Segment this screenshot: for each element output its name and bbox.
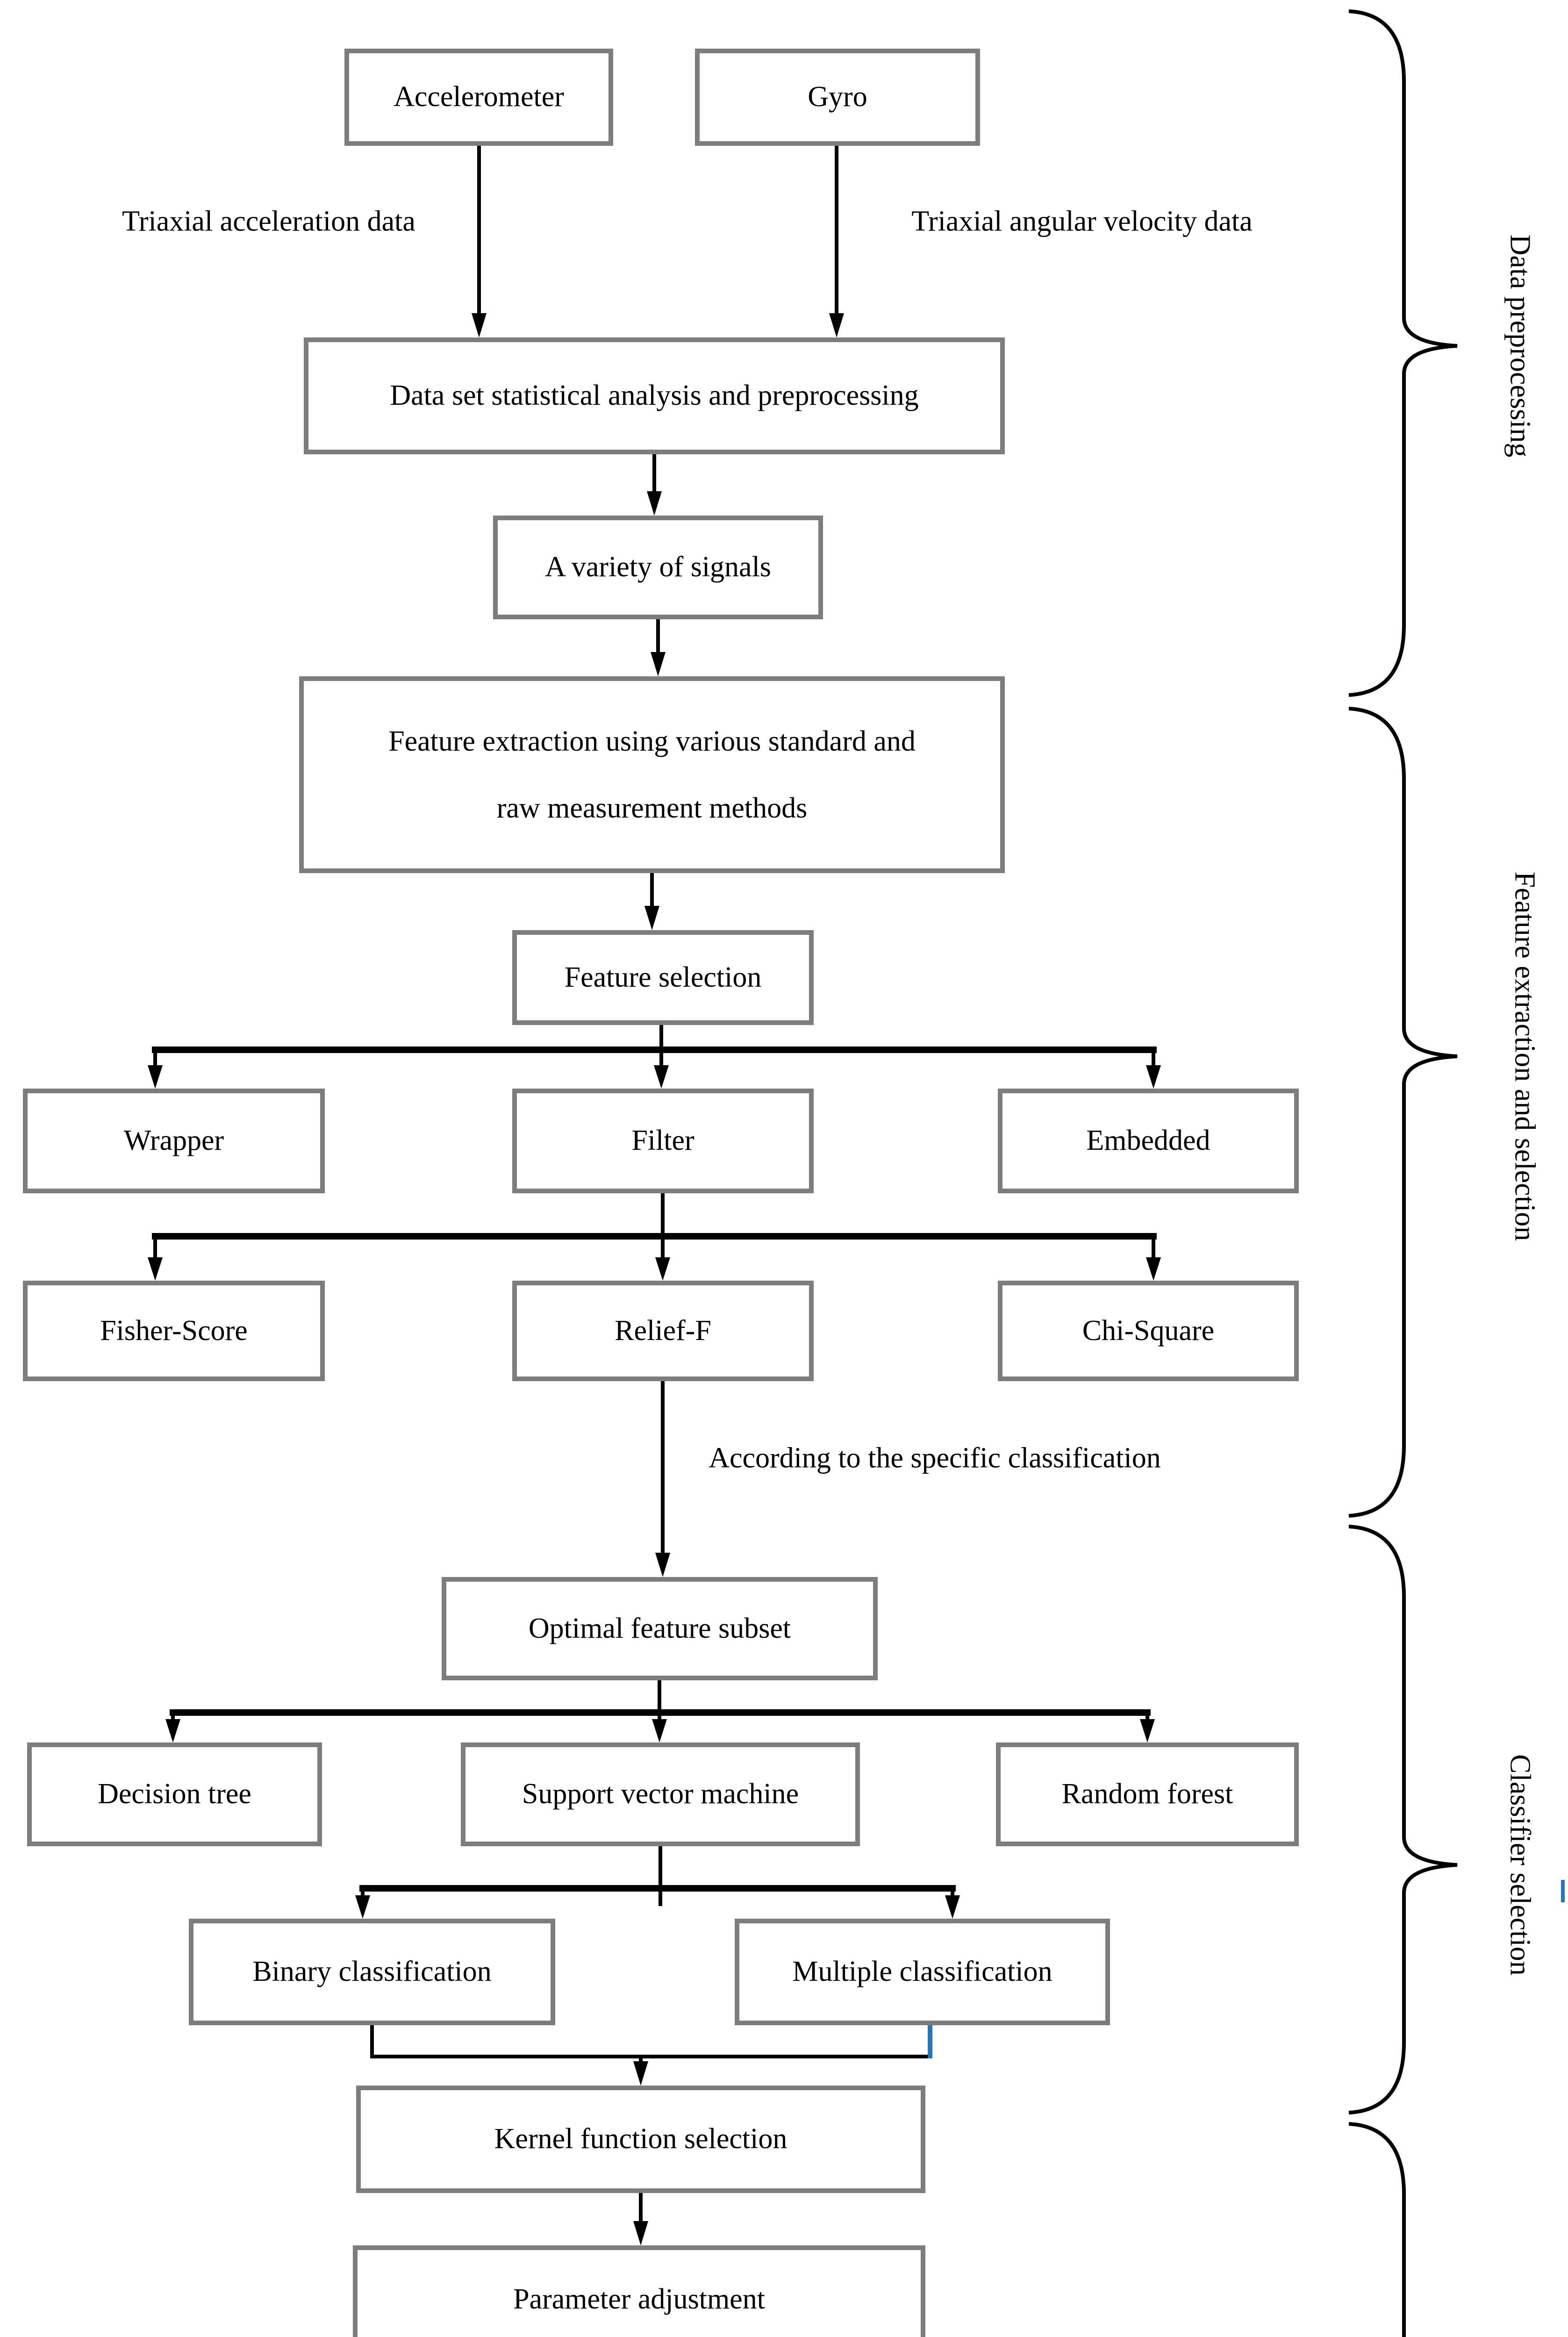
brace-data-preprocessing (1348, 9, 1458, 697)
node-wrapper: Wrapper (23, 1089, 325, 1193)
node-binary-classification: Binary classification (189, 1919, 555, 2025)
merge-to-kernel-selection (370, 2025, 932, 2086)
node-preprocess: Data set statistical analysis and prepro… (304, 337, 1005, 454)
node-gyro: Gyro (695, 49, 980, 146)
arrow-feature-extraction-to-selection (644, 873, 659, 930)
node-optimal-subset: Optimal feature subset (442, 1577, 878, 1680)
node-parameter-adjustment: Parameter adjustment (353, 2245, 925, 2337)
branch-svm-to-classification-modes (355, 1846, 960, 1919)
node-relief-f: Relief-F (512, 1281, 814, 1381)
node-multiple-classification: Multiple classification (735, 1919, 1110, 2025)
section-label-classifier-selection: Classifier selection (1504, 1754, 1536, 1976)
label-according-classification: According to the specific classification (709, 1442, 1161, 1474)
label-triaxial-acceleration: Triaxial acceleration data (122, 205, 415, 237)
node-feature-selection: Feature selection (512, 930, 814, 1025)
brace-classifier-selection (1348, 1525, 1458, 2115)
node-kernel-selection: Kernel function selection (356, 2086, 925, 2193)
node-feature-extraction: Feature extraction using various standar… (299, 676, 1005, 873)
branch-filter-criteria (148, 1193, 1161, 1281)
brace-feature-extraction (1348, 707, 1458, 1518)
node-signals: A variety of signals (493, 516, 823, 619)
branch-feature-selection-methods (148, 1025, 1161, 1089)
node-chi-square: Chi-Square (998, 1281, 1299, 1381)
arrow-relieff-to-optimal-subset (655, 1381, 670, 1577)
arrow-accelerometer-to-preprocess (472, 146, 487, 337)
node-embedded: Embedded (998, 1089, 1299, 1193)
node-filter: Filter (512, 1089, 814, 1193)
section-label-feature-extraction: Feature extraction and selection (1509, 871, 1541, 1241)
section-label-data-preprocessing: Data preprocessing (1504, 234, 1536, 458)
node-accelerometer: Accelerometer (344, 49, 613, 146)
arrow-gyro-to-preprocess (829, 146, 844, 337)
branch-optimal-to-classifiers (165, 1680, 1155, 1742)
arrow-preprocess-to-signals (647, 454, 662, 516)
node-random-forest: Random forest (996, 1742, 1299, 1846)
brace-classifier-evaluation (1348, 2122, 1406, 2337)
node-svm: Support vector machine (461, 1742, 860, 1846)
arrow-signals-to-feature-extraction (651, 619, 666, 676)
node-decision-tree: Decision tree (27, 1742, 322, 1846)
node-fisher-score: Fisher-Score (23, 1281, 325, 1381)
arrow-kernel-to-parameter (633, 2193, 648, 2245)
label-triaxial-angular-velocity: Triaxial angular velocity data (911, 205, 1253, 237)
